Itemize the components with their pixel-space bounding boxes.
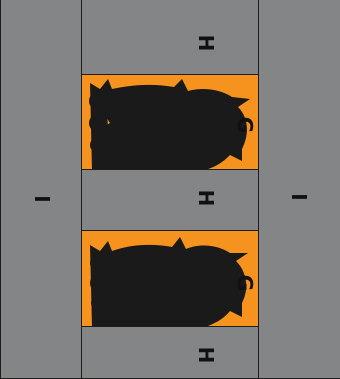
- left-column-tile: I: [0, 0, 82, 379]
- middle-strip-tile: H: [81, 169, 259, 231]
- upper-cat-tile: G: [81, 74, 259, 170]
- middle-strip-letter: H: [196, 190, 216, 207]
- lower-cat-tile: G: [81, 230, 259, 327]
- bottom-strip-letter: H: [196, 347, 216, 364]
- top-strip-letter: H: [196, 35, 216, 52]
- right-column-tile: I: [258, 0, 340, 379]
- right-column-letter: I: [289, 193, 309, 200]
- lower-cat-letter: G: [235, 275, 255, 291]
- upper-cat-letter: G: [235, 117, 255, 133]
- top-strip-tile: H: [81, 0, 259, 76]
- bottom-strip-tile: H: [81, 326, 259, 379]
- left-column-letter: I: [32, 195, 52, 202]
